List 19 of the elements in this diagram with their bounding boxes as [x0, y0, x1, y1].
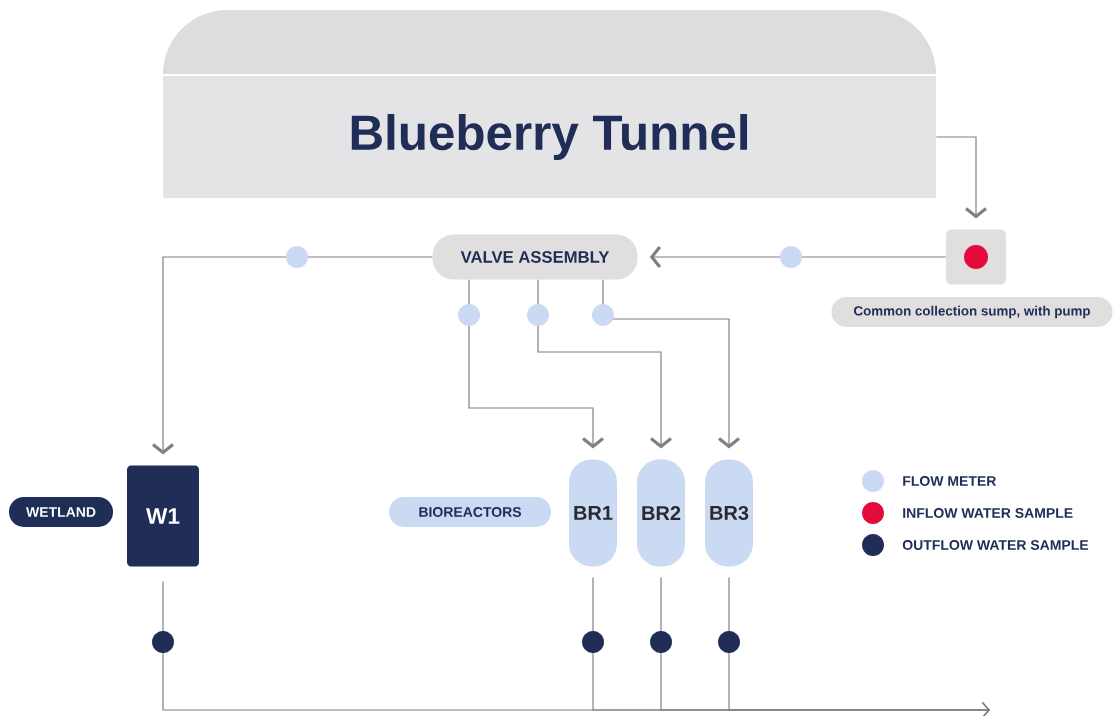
bioreactor-capsule: BR3 [705, 459, 753, 567]
label-pill: WETLAND [9, 497, 113, 527]
arrow [537, 279, 672, 449]
caption-pill: Common collection sump, with pump [831, 297, 1113, 327]
arrow [649, 246, 947, 268]
tunnel-building: Blueberry Tunnel [163, 10, 936, 198]
arrow [152, 256, 433, 455]
arrow [728, 576, 990, 716]
valve-assembly-pill: VALVE ASSEMBLY [432, 234, 638, 280]
legend-label: FLOW METER [903, 476, 997, 486]
arrow [602, 279, 740, 449]
wetland-tank: W1 [127, 465, 199, 567]
arrow [935, 136, 987, 219]
bioreactor-capsule: BR1 [569, 459, 617, 567]
bioreactor-capsule: BR2 [637, 459, 685, 567]
legend-label: INFLOW WATER SAMPLE [903, 508, 1073, 518]
legend-label: OUTFLOW WATER SAMPLE [902, 540, 1089, 550]
label-pill: BIOREACTORS [389, 497, 551, 527]
arrow [468, 279, 604, 449]
